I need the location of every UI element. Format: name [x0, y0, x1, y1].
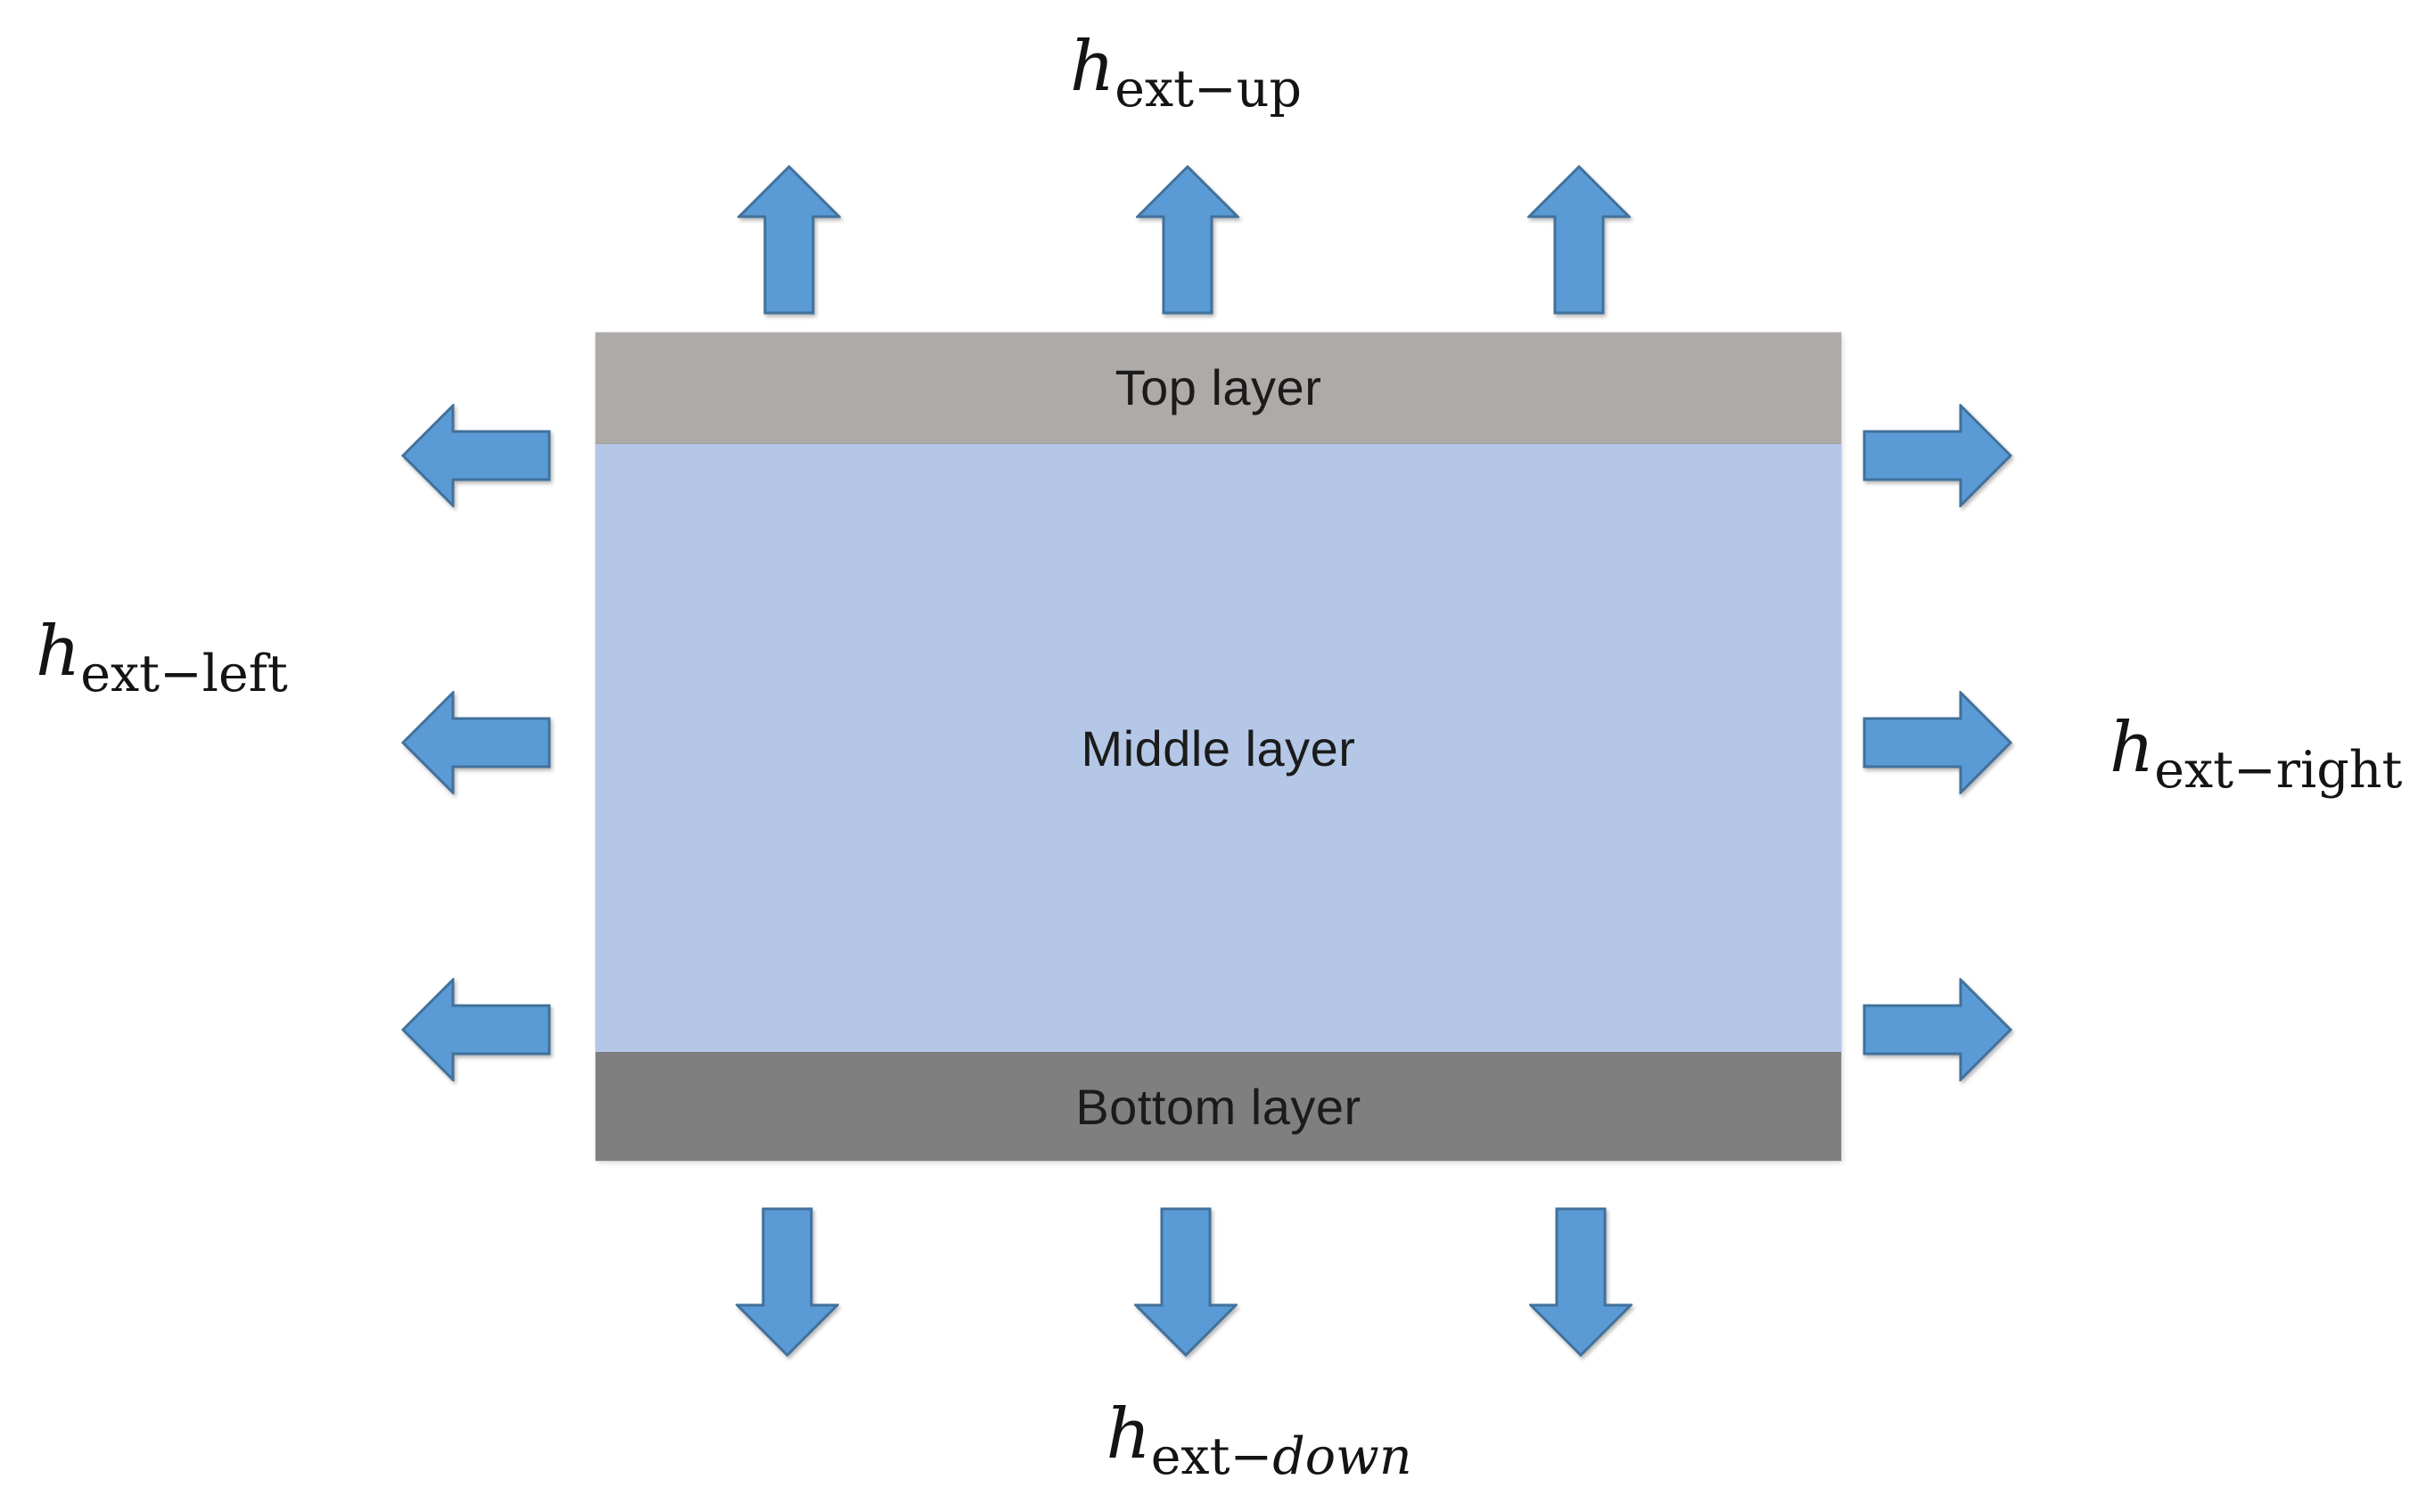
bottom-layer: Bottom layer [596, 1052, 1841, 1161]
h-subscript: ext−down [1150, 1427, 1412, 1486]
left-arrow-icon [401, 404, 551, 507]
down-arrow-icon [1529, 1207, 1633, 1357]
up-arrow-icon [737, 165, 841, 315]
middle-layer: Middle layer [596, 443, 1841, 1053]
down-arrow-icon [736, 1207, 839, 1357]
h-ext-left-label: hext−left [36, 617, 288, 700]
top-layer-label: Top layer [1114, 359, 1322, 416]
h-ext-up-label: hext−up [1070, 32, 1302, 115]
left-arrow-icon [401, 691, 551, 794]
h-symbol: h [36, 612, 81, 692]
h-ext-down-label: hext−down [1106, 1400, 1411, 1483]
top-layer: Top layer [596, 333, 1841, 444]
right-arrow-icon [1863, 978, 2012, 1081]
h-symbol: h [2110, 708, 2155, 788]
down-arrow-icon [1134, 1207, 1238, 1357]
right-arrow-icon [1863, 691, 2012, 794]
layer-stack: Top layer Middle layer Bottom layer [596, 333, 1841, 1161]
up-arrow-icon [1527, 165, 1631, 315]
up-arrow-icon [1136, 165, 1239, 315]
middle-layer-label: Middle layer [1081, 719, 1356, 777]
h-ext-right-label: hext−right [2110, 713, 2402, 796]
h-symbol: h [1070, 27, 1115, 107]
h-subscript: ext−right [2154, 741, 2403, 800]
right-arrow-icon [1863, 404, 2012, 507]
left-arrow-icon [401, 978, 551, 1081]
bottom-layer-label: Bottom layer [1075, 1079, 1361, 1136]
h-subscript: ext−left [80, 645, 288, 703]
h-symbol: h [1106, 1394, 1151, 1475]
h-subscript: ext−up [1114, 60, 1302, 119]
